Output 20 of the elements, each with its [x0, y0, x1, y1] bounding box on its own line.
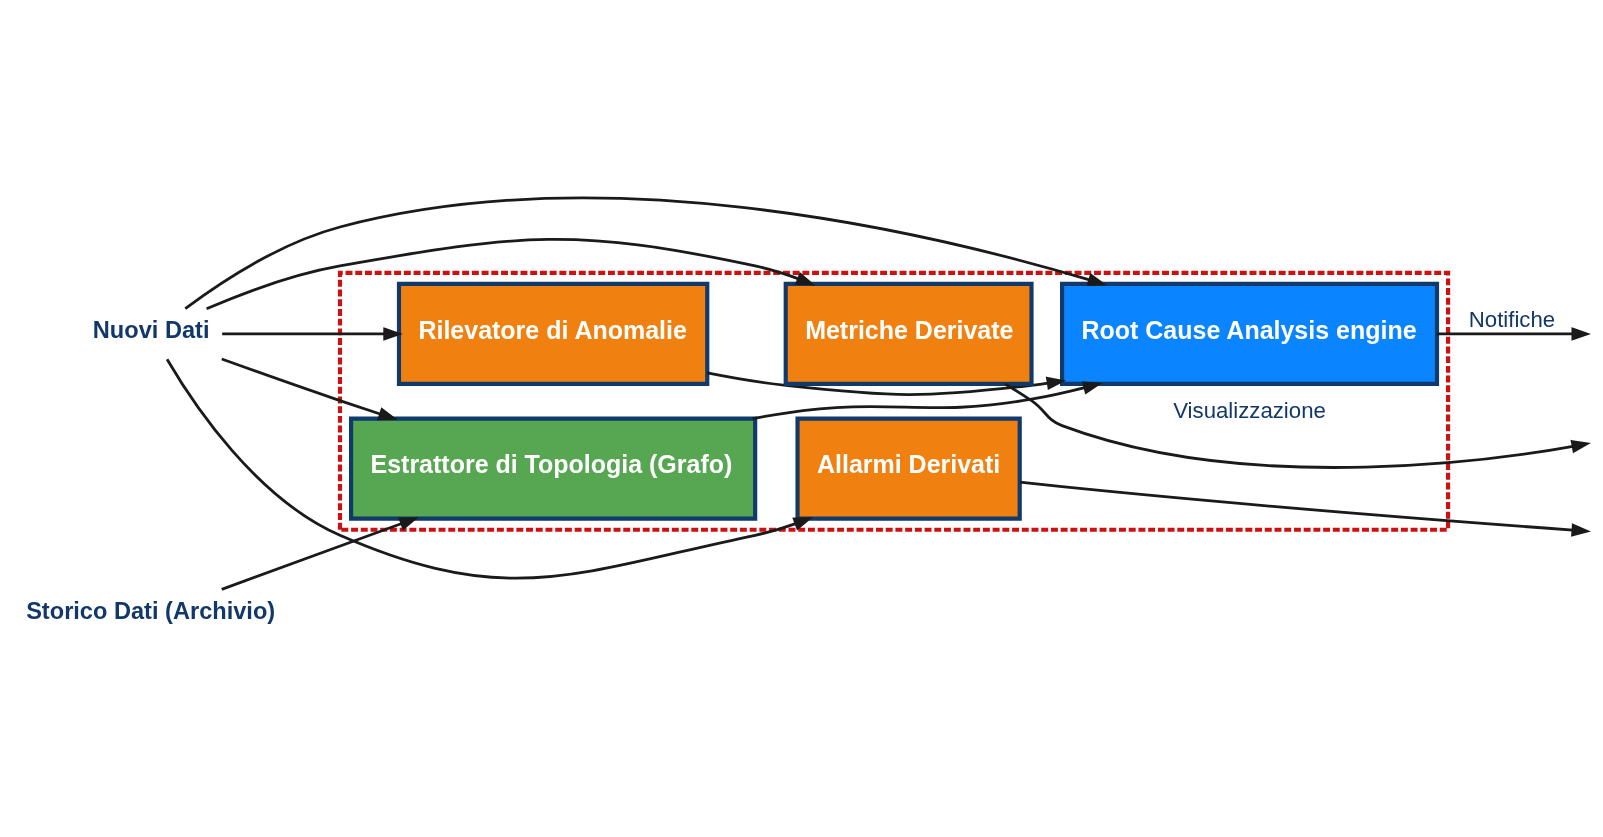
node-box: Allarmi Derivati [795, 416, 1022, 521]
node-text: Storico Dati (Archivio) [26, 597, 276, 624]
arrow [222, 327, 403, 341]
arrow [1019, 480, 1591, 537]
arrow [206, 238, 816, 311]
arrow [707, 371, 1067, 396]
arrow [184, 196, 1108, 310]
node-box: Rilevatore di Anomalie [396, 281, 710, 387]
arrow [1437, 327, 1591, 341]
arrow [752, 381, 1103, 420]
arrow [221, 357, 398, 421]
edge-label: Notifiche [1468, 306, 1556, 332]
arrow [221, 517, 419, 591]
node-box: Estrattore di Topologia (Grafo) [349, 416, 758, 521]
node-text: Nuovi Dati [92, 317, 210, 344]
edge-label: Visualizzazione [1173, 398, 1326, 424]
node-box: Root Cause Analysis engine [1059, 281, 1440, 387]
arrow [165, 358, 813, 580]
node-box: Metriche Derivate [783, 281, 1034, 387]
arrow [1004, 382, 1591, 469]
